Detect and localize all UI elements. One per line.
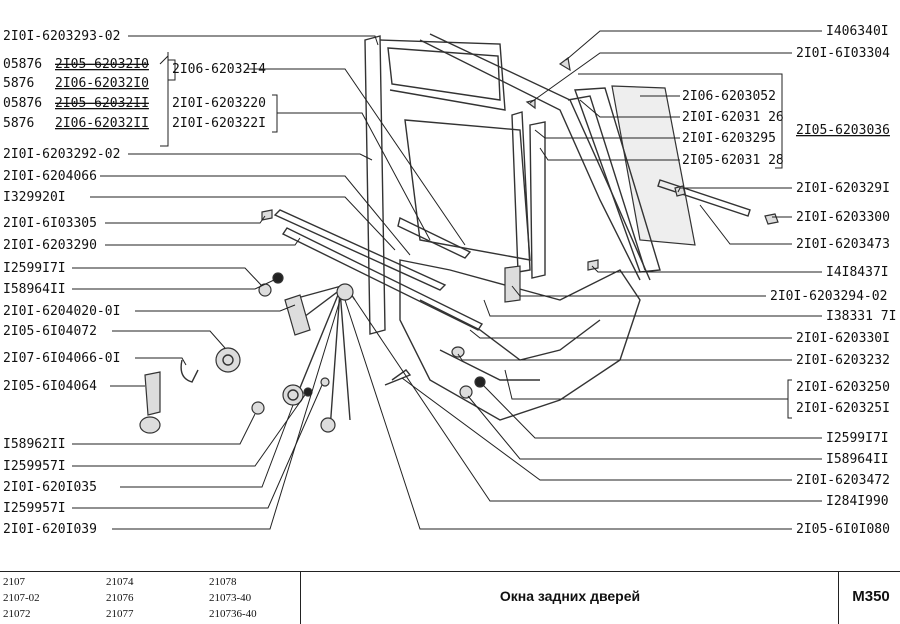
- model-item: 2107: [3, 576, 25, 588]
- left-label-16: I58962II: [3, 437, 66, 452]
- left-label-2: 2I06-62032I0: [55, 76, 149, 91]
- left-label-7: I329920I: [3, 190, 66, 205]
- left-label-0: 2I0I-6203293-02: [3, 29, 120, 44]
- right-label-15: 2I0I-6203472: [796, 473, 890, 488]
- model-list: 2107 21074 21078 2107-02 21076 21073-40 …: [0, 574, 300, 624]
- right-label-17: 2I05-6I0I080: [796, 522, 890, 537]
- left-label-1-prefix: 05876: [3, 57, 42, 72]
- parts-diagram: 2I0I-6203293-02 05876 2I05-62032I0 5876 …: [3, 24, 896, 537]
- left-label-3-prefix: 05876: [3, 96, 42, 111]
- right-label-8: I38331 7I: [826, 309, 896, 324]
- right-label-5: 2I0I-6203473: [796, 237, 890, 252]
- left-label-6: 2I0I-6204066: [3, 169, 97, 184]
- left-label-14: 2I07-6I04066-0I: [3, 351, 120, 366]
- left-label-20: 2I0I-620I039: [3, 522, 97, 537]
- right-label-2: 2I05-6203036: [796, 123, 890, 138]
- model-item: 21072: [3, 608, 31, 620]
- left-label-5: 2I0I-6203292-02: [3, 147, 120, 162]
- right-leader-lines: [344, 30, 822, 530]
- right-label-9: 2I0I-620330I: [796, 331, 890, 346]
- left-label-4: 2I06-62032II: [55, 116, 149, 131]
- model-item: 21074: [106, 576, 134, 588]
- inner-label-0: 2I06-6203052: [682, 89, 776, 104]
- left-callouts: 2I0I-6203293-02 05876 2I05-62032I0 5876 …: [3, 29, 149, 537]
- left-leader-lines: [72, 35, 411, 530]
- footer-divider: [300, 572, 301, 624]
- left-label-8: 2I0I-6I03305: [3, 216, 97, 231]
- right-label-16: I284I990: [826, 494, 889, 509]
- left-label-9: 2I0I-6203290: [3, 238, 97, 253]
- left-label-4-prefix: 5876: [3, 116, 34, 131]
- left-label-10: I2599I7I: [3, 261, 66, 276]
- right-label-11: 2I0I-6203250: [796, 380, 890, 395]
- right-callouts: I406340I 2I0I-6I03304 2I05-6203036 2I0I-…: [770, 24, 896, 537]
- right-label-6: I4I8437I: [826, 265, 889, 280]
- model-item: 2107-02: [3, 592, 40, 604]
- right-label-10: 2I0I-6203232: [796, 353, 890, 368]
- left-label-19: I259957I: [3, 501, 66, 516]
- left-label-12: 2I0I-6204020-0I: [3, 304, 120, 319]
- left-label-1: 2I05-62032I0: [55, 57, 149, 72]
- left-label-2-prefix: 5876: [3, 76, 34, 91]
- model-item: 21078: [209, 576, 237, 588]
- right-label-3: 2I0I-620329I: [796, 181, 890, 196]
- page-code: М350: [852, 588, 890, 605]
- right-label-13: I2599I7I: [826, 431, 889, 446]
- inner-right-callouts: 2I06-6203052 2I0I-62031 26 2I0I-6203295 …: [534, 73, 784, 169]
- center-label-2: 2I0I-620322I: [172, 116, 266, 131]
- footer-divider: [838, 572, 839, 624]
- inner-label-1: 2I0I-62031 26: [682, 110, 784, 125]
- right-label-12: 2I0I-620325I: [796, 401, 890, 416]
- right-label-7: 2I0I-6203294-02: [770, 289, 887, 304]
- left-label-18: 2I0I-620I035: [3, 480, 97, 495]
- inner-label-3: 2I05-62031 28: [682, 153, 784, 168]
- left-label-11: I58964II: [3, 282, 66, 297]
- footer: 2107 21074 21078 2107-02 21076 21073-40 …: [0, 571, 900, 624]
- right-label-14: I58964II: [826, 452, 889, 467]
- center-label-0: 2I06-62032I4: [172, 62, 266, 77]
- left-label-3: 2I05-62032II: [55, 96, 149, 111]
- model-item: 21073-40: [209, 592, 252, 604]
- model-item: 21076: [106, 592, 134, 604]
- left-label-13: 2I05-6I04072: [3, 324, 97, 339]
- left-label-17: I259957I: [3, 459, 66, 474]
- model-item: 21077: [106, 608, 134, 620]
- right-label-1: 2I0I-6I03304: [796, 46, 890, 61]
- right-label-4: 2I0I-6203300: [796, 210, 890, 225]
- center-callouts: 2I06-62032I4 2I0I-6203220 2I0I-620322I: [167, 52, 466, 246]
- center-label-1: 2I0I-6203220: [172, 96, 266, 111]
- model-item: 210736-40: [209, 608, 257, 620]
- page-title: Окна задних дверей: [499, 588, 641, 604]
- right-label-0: I406340I: [826, 24, 889, 39]
- inner-label-2: 2I0I-6203295: [682, 131, 776, 146]
- left-label-15: 2I05-6I04064: [3, 379, 97, 394]
